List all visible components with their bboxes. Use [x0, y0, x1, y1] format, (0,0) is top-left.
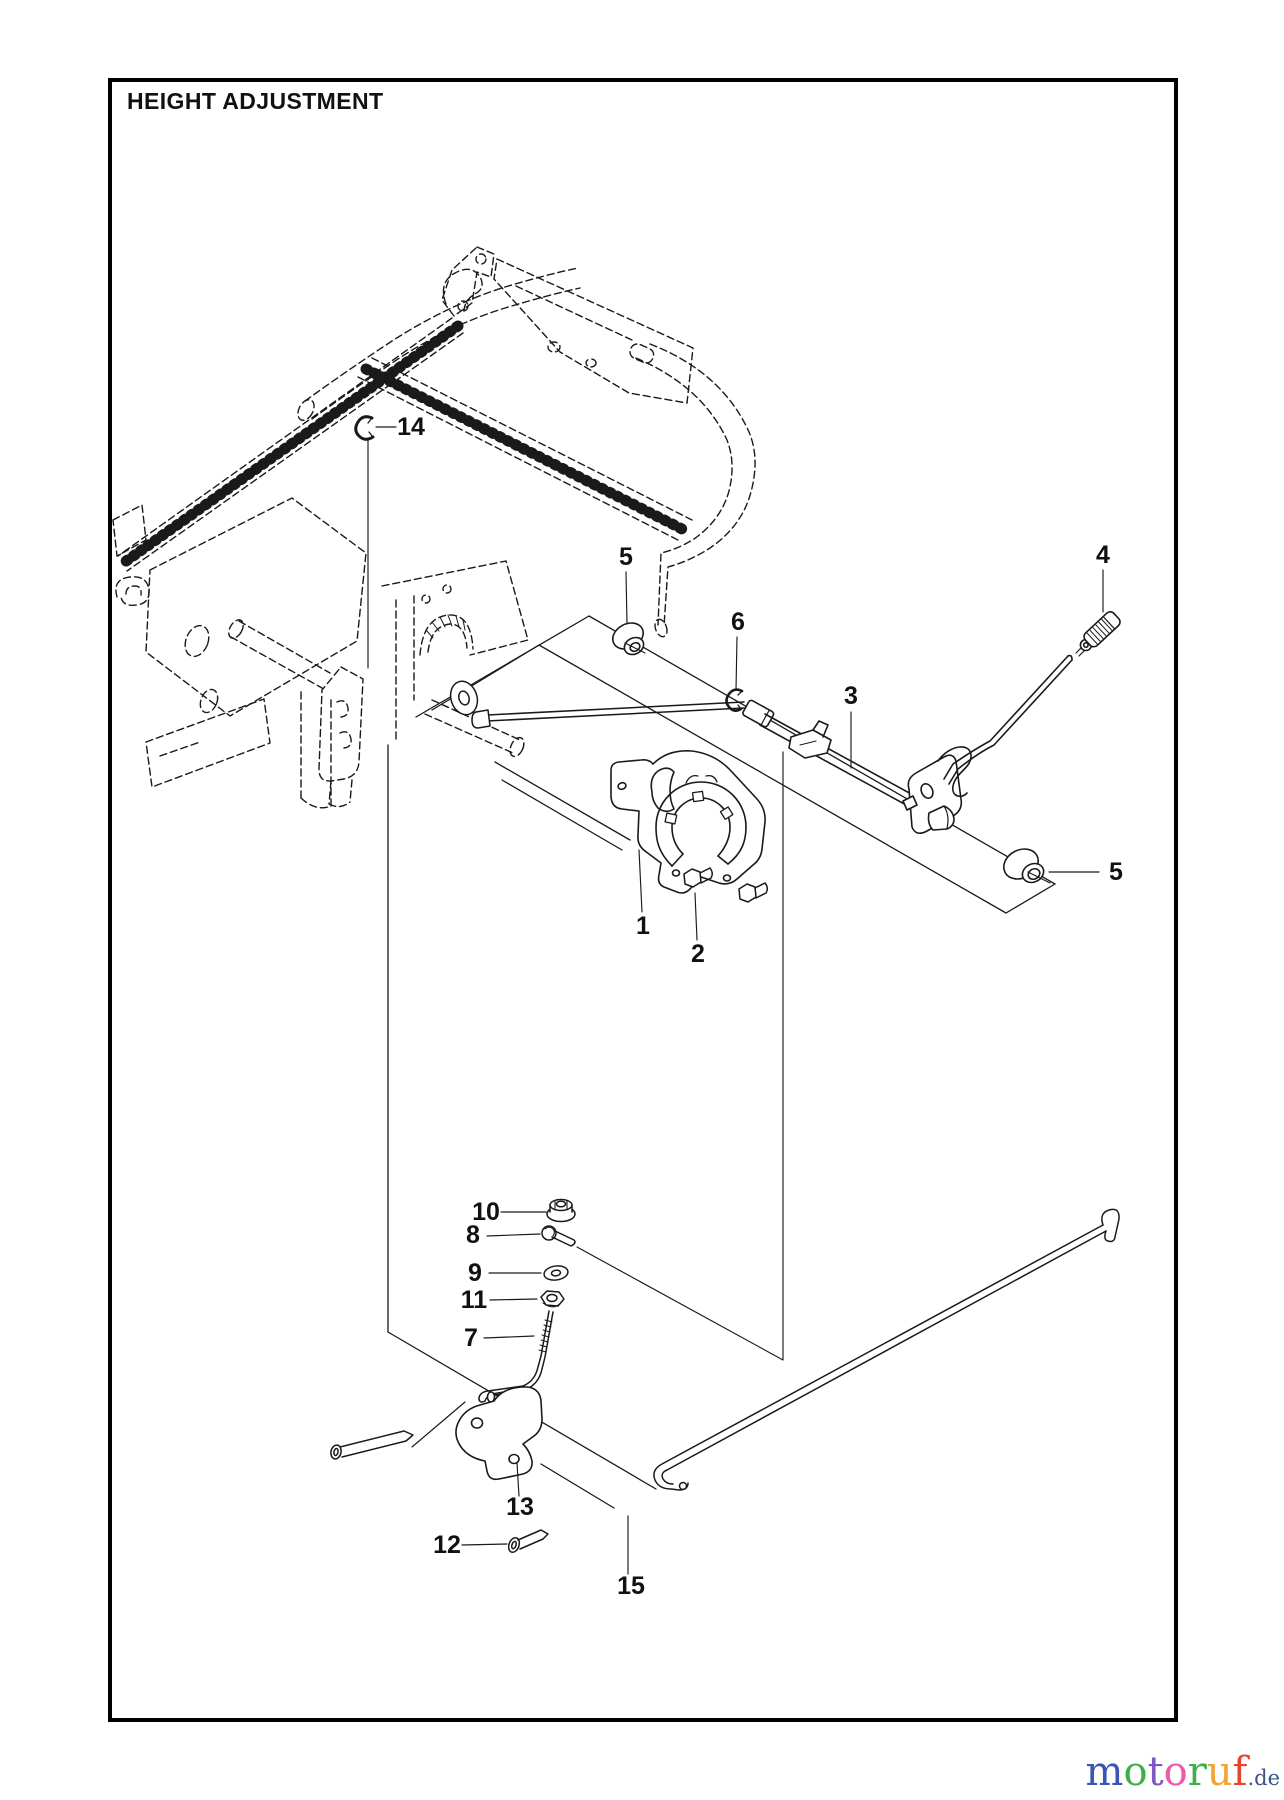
part-callout-5-left: 5: [619, 543, 633, 571]
part-15-bail-wire: [653, 1208, 1120, 1491]
part-4-grip-knob: [1079, 611, 1121, 652]
page-title: HEIGHT ADJUSTMENT: [127, 88, 384, 114]
parts-7-11-link-rod-hardware: [478, 1198, 576, 1403]
part-14-clip: [354, 415, 375, 441]
part-1-height-guard: [610, 749, 766, 894]
part-callout-2: 2: [691, 940, 705, 968]
part-callout-13: 13: [506, 1493, 534, 1521]
part-5-bushings: [611, 622, 1051, 884]
watermark-letter: m: [1085, 1749, 1124, 1795]
watermark-letter: o: [1123, 1749, 1148, 1795]
part-callout-6: 6: [731, 608, 745, 636]
part-12-screws: [330, 1430, 549, 1554]
watermark-letter: f: [1232, 1749, 1248, 1795]
watermark-letter: o: [1163, 1749, 1188, 1795]
part-callout-4: 4: [1096, 541, 1110, 569]
part-3-lift-tube-lever: [742, 647, 1085, 835]
watermark-suffix: .de: [1247, 1766, 1280, 1790]
part-callout-3: 3: [844, 682, 858, 710]
callout-leader-lines: [367, 426, 1104, 1575]
drawing-border: [108, 78, 1178, 1722]
part-callout-10: 10: [472, 1198, 500, 1226]
watermark-logo: motoruf.de: [1086, 1752, 1280, 1792]
deck-plane-lines: [387, 615, 1056, 1509]
watermark-letter: r: [1187, 1749, 1207, 1795]
pivot-rod: [449, 680, 745, 729]
part-callout-8: 8: [466, 1221, 480, 1249]
part-6-clip: [725, 688, 744, 712]
watermark-letter: u: [1206, 1749, 1233, 1795]
part-callout-14: 14: [397, 413, 425, 441]
part-2-guard-bolts: [683, 867, 769, 903]
part-callout-15: 15: [617, 1572, 645, 1600]
part-callout-1: 1: [636, 912, 650, 940]
watermark-letter: t: [1147, 1749, 1164, 1795]
chassis-reference-outline: [112, 246, 756, 809]
part-13-anchor-bracket: [455, 1386, 543, 1481]
part-callout-9: 9: [468, 1259, 482, 1287]
part-callout-5-right: 5: [1109, 858, 1123, 886]
part-callout-12: 12: [433, 1531, 461, 1559]
part-callout-11: 11: [461, 1286, 488, 1314]
part-callout-7: 7: [464, 1324, 478, 1352]
watermark-word: motoruf: [1086, 1749, 1248, 1795]
